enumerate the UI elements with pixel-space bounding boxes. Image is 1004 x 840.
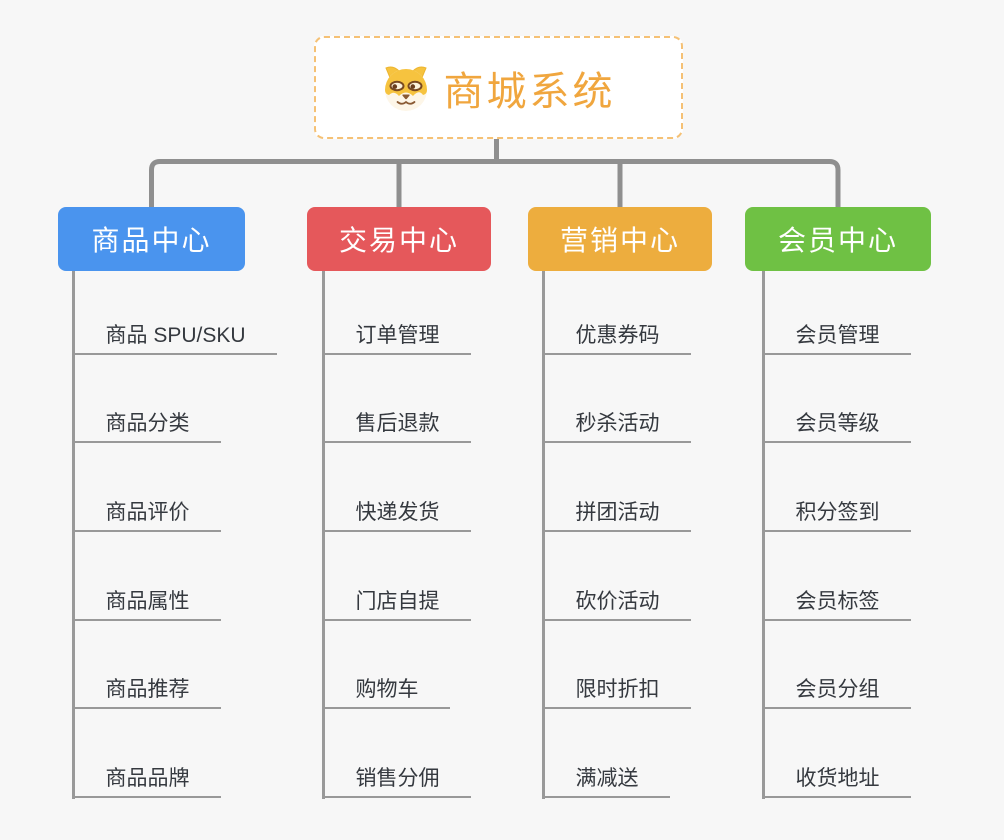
leaf-item[interactable]: 商品推荐 [71,676,221,709]
branch-label: 会员中心 [777,225,898,256]
doge-icon [382,65,430,111]
branch-label: 营销中心 [559,225,680,256]
leaf-item[interactable]: 销售分佣 [321,765,471,798]
branch-node-trade-center[interactable]: 交易中心 [307,207,491,271]
leaf-item[interactable]: 会员管理 [761,322,911,355]
root-node[interactable]: 商城系统 [314,36,683,139]
root-title: 商城系统 [443,69,616,114]
leaf-item[interactable]: 收货地址 [761,765,911,798]
leaf-item[interactable]: 商品品牌 [71,765,221,798]
leaf-item[interactable]: 满减送 [541,765,670,798]
branch-label: 交易中心 [338,225,459,256]
branch-label: 商品中心 [91,225,212,256]
leaf-item[interactable]: 商品属性 [71,588,221,621]
leaf-item[interactable]: 会员标签 [761,588,911,621]
leaf-item[interactable]: 商品分类 [71,410,221,443]
leaf-item[interactable]: 会员分组 [761,676,911,709]
leaf-item[interactable]: 会员等级 [761,410,911,443]
branch-node-member-center[interactable]: 会员中心 [745,207,931,271]
leaf-item[interactable]: 购物车 [321,676,450,709]
column-line [761,271,765,799]
leaf-item[interactable]: 限时折扣 [541,676,691,709]
column-line [321,271,325,799]
branch-node-product-center[interactable]: 商品中心 [58,207,245,271]
leaf-item[interactable]: 砍价活动 [541,588,691,621]
leaf-item[interactable]: 秒杀活动 [541,410,691,443]
leaf-item[interactable]: 拼团活动 [541,499,691,532]
leaf-item[interactable]: 售后退款 [321,410,471,443]
leaf-item[interactable]: 快递发货 [321,499,471,532]
leaf-item[interactable]: 商品 SPU/SKU [71,322,277,355]
leaf-item[interactable]: 订单管理 [321,322,471,355]
leaf-item[interactable]: 优惠券码 [541,322,691,355]
column-line [541,271,545,799]
column-line [71,271,75,799]
leaf-item[interactable]: 门店自提 [321,588,471,621]
branch-node-marketing-center[interactable]: 营销中心 [528,207,712,271]
leaf-item[interactable]: 商品评价 [71,499,221,532]
leaf-item[interactable]: 积分签到 [761,499,911,532]
